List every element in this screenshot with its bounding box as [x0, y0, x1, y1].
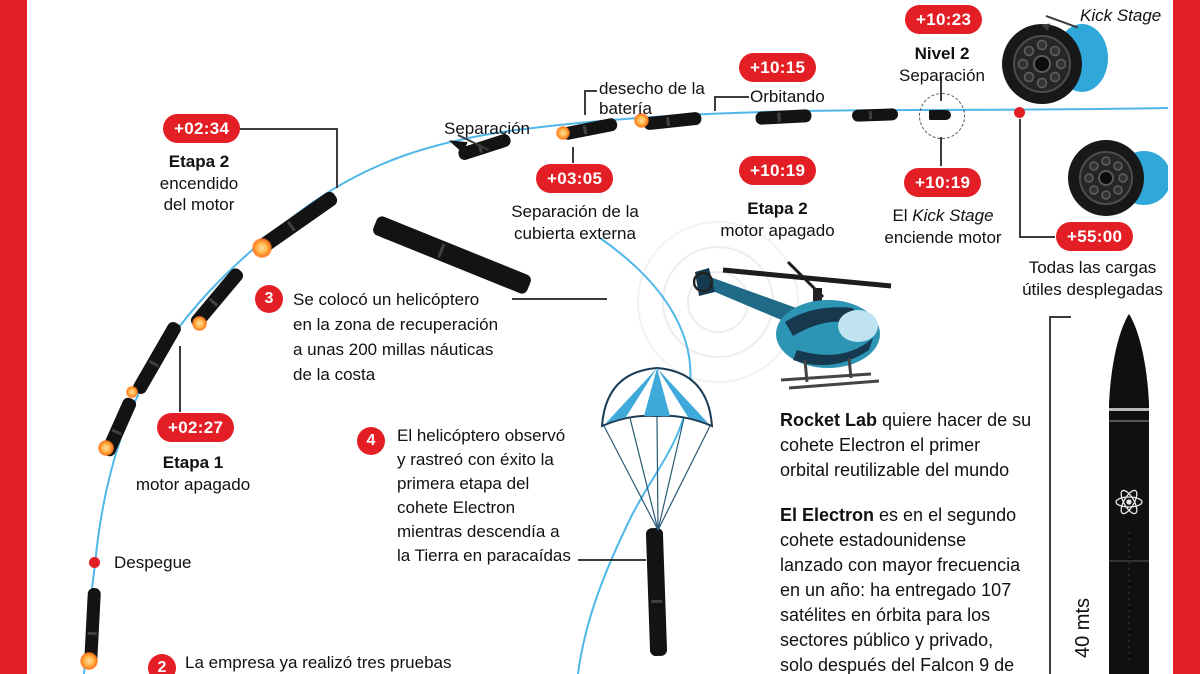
event-desc: Separación de la cubierta externa — [511, 202, 639, 243]
time-badge-1019b: +10:19 — [904, 168, 982, 197]
event-desc: motor apagado — [720, 220, 835, 240]
leader-line — [512, 298, 607, 300]
flame-icon — [634, 113, 649, 128]
kickstage-engine-1 — [1002, 24, 1108, 104]
right-red-bar — [1173, 0, 1200, 674]
event-payloads-deployed: Todas las cargas útiles desplegadas — [1000, 257, 1185, 300]
paragraph-electron: El Electron es en el segundo cohete esta… — [780, 503, 1020, 674]
descent-trajectory — [577, 237, 692, 674]
event-stage1-off: Etapa 1 motor apagado — [118, 452, 268, 495]
leader-line — [572, 147, 574, 163]
event-title: Nivel 2 — [914, 44, 970, 63]
paragraph-lead: Rocket Lab — [780, 410, 878, 430]
leader-line — [714, 96, 749, 98]
liftoff-label: Despegue — [114, 553, 192, 572]
paragraph-rest: quiere hacer de su cohete Electron el pr… — [780, 410, 1032, 480]
flame-icon — [80, 652, 98, 670]
flame-icon — [98, 440, 114, 456]
time-badge-0227: +02:27 — [157, 413, 235, 442]
note-2-text: La empresa ya realizó tres pruebas — [185, 653, 452, 672]
event-desc: motor apagado — [135, 474, 251, 494]
event-title: Etapa 1 — [162, 453, 224, 472]
flame-icon — [252, 238, 272, 258]
event-desc-pre: El — [892, 206, 913, 225]
flame-icon — [126, 386, 138, 398]
note-number-3: 3 — [255, 285, 283, 313]
event-desc-line2: enciende motor — [884, 227, 1002, 247]
leader-line — [1019, 236, 1055, 238]
liftoff-dot — [89, 557, 100, 568]
separation-label: Separación — [444, 119, 531, 138]
leader-line — [940, 137, 942, 166]
leader-line — [584, 90, 597, 92]
leader-line — [584, 90, 586, 115]
event-title: Etapa 2 — [747, 199, 808, 218]
leader-line — [179, 346, 181, 412]
event-desc: Separación — [898, 65, 985, 85]
leader-line — [578, 559, 646, 561]
note-4-text: El helicóptero observó y rastreó con éxi… — [397, 426, 571, 565]
leader-line — [714, 96, 716, 111]
event-stage2-ignition: Etapa 2 encendido del motor — [134, 151, 264, 216]
leader-line — [207, 128, 337, 130]
time-badge-0305: +03:05 — [536, 164, 614, 193]
kickstage-capsule — [929, 110, 951, 120]
time-badge-5500: +55:00 — [1056, 222, 1134, 251]
leader-line — [940, 76, 942, 101]
scale-label: 40 mts — [1072, 597, 1094, 658]
time-badge-1015: +10:15 — [739, 53, 817, 82]
note-3-text: Se colocó un helicóptero en la zona de r… — [293, 290, 499, 384]
flame-icon — [192, 316, 207, 331]
leader-line — [336, 128, 338, 188]
separation-dashed-circle — [919, 93, 965, 139]
event-stage2-off: Etapa 2 motor apagado — [700, 198, 855, 241]
event-desc-italic: Kick Stage — [912, 206, 994, 225]
kick-stage-label: Kick Stage — [1080, 6, 1162, 25]
ascent-trajectory — [83, 107, 1169, 674]
event-desc-line1: El Kick Stage — [853, 205, 1033, 227]
time-badge-0234: +02:34 — [163, 114, 241, 143]
event-desc: encendido del motor — [159, 173, 239, 215]
event-fairing-separation: Separación de la cubierta externa — [490, 201, 660, 244]
scale-line — [1049, 316, 1051, 674]
rocket-kickstage — [851, 108, 899, 122]
left-red-bar — [0, 0, 27, 674]
note-number-2: 2 — [148, 654, 176, 674]
helicopter-illustration — [693, 260, 892, 390]
orbit-dot — [1014, 107, 1025, 118]
time-badge-1019a: +10:19 — [739, 156, 817, 185]
event-orbiting-label: Orbitando — [750, 87, 825, 106]
paragraph-rest: es en el segundo cohete estadounidense l… — [780, 505, 1021, 674]
note-number-4: 4 — [357, 427, 385, 455]
event-desc: Todas las cargas útiles desplegadas — [1022, 258, 1163, 299]
time-badge-1023: +10:23 — [905, 5, 983, 34]
kickstage-engine-2 — [1068, 140, 1168, 216]
event-kickstage-ignition: El Kick Stage enciende motor — [853, 205, 1033, 248]
paragraph-rocket-lab: Rocket Lab quiere hacer de su cohete Ele… — [780, 408, 1031, 483]
event-title: Etapa 2 — [168, 152, 230, 171]
flame-icon — [556, 126, 570, 140]
event-level2-separation: Nivel 2 Separación — [877, 43, 1007, 86]
paragraph-lead: El Electron — [780, 505, 875, 525]
battery-jettison-label: desecho de la batería — [599, 79, 705, 118]
scale-tick — [1049, 316, 1071, 318]
atom-icon — [1115, 489, 1143, 515]
electron-rocket-illustration — [1109, 314, 1149, 674]
parachute-illustration — [600, 366, 714, 531]
leader-line — [1019, 119, 1021, 237]
